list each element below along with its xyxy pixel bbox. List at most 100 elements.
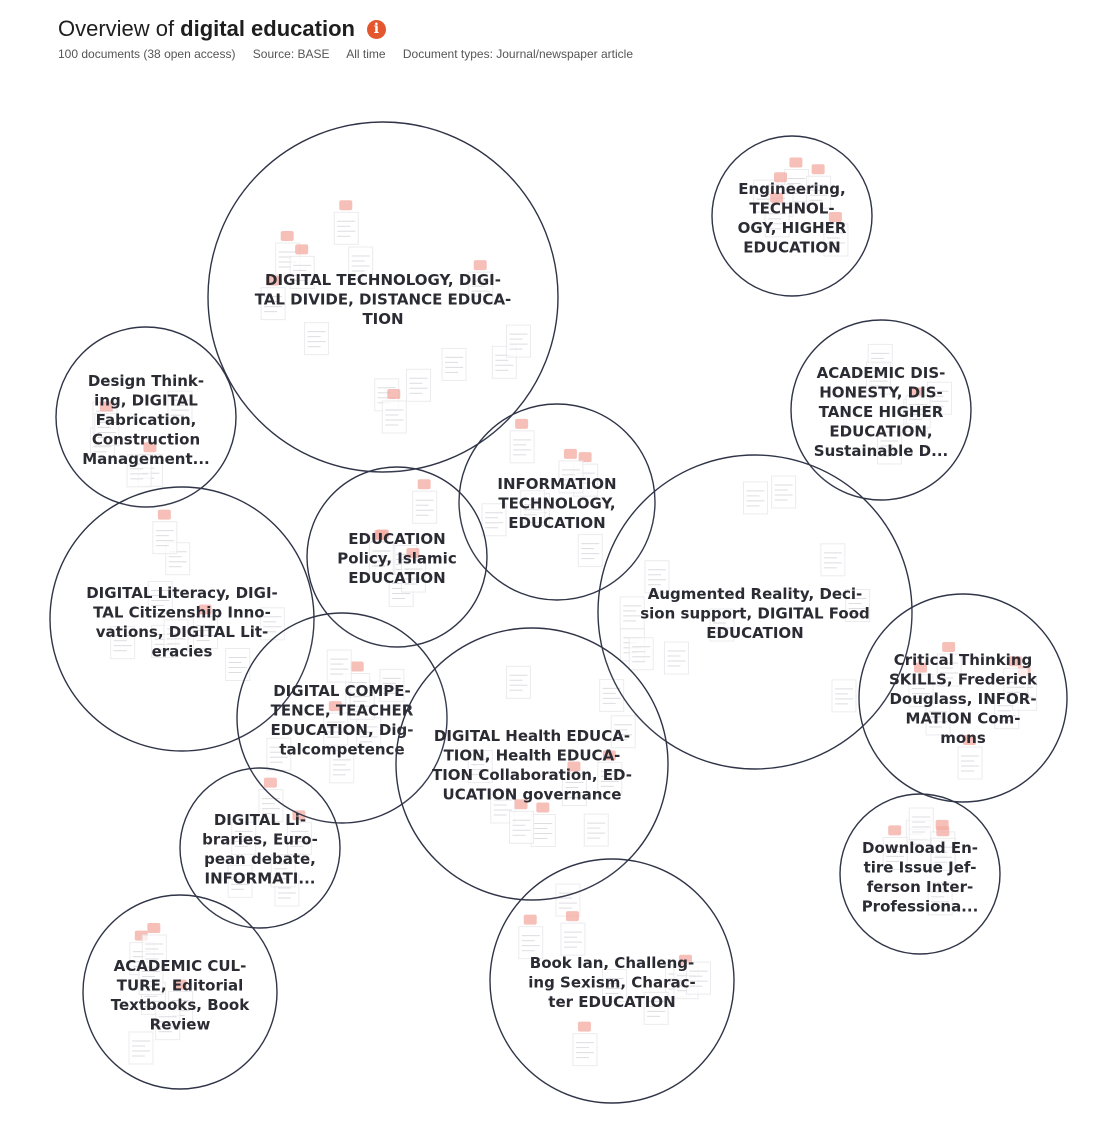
paper-thumbnail[interactable] (518, 914, 544, 960)
paper-thumbnail[interactable] (289, 244, 315, 289)
paper-thumbnail[interactable] (1003, 656, 1029, 701)
paper-thumbnail[interactable] (925, 702, 951, 736)
bubble-book-ian[interactable]: Book Ian, Challeng-ing Sexism, Charac-te… (489, 858, 735, 1104)
bubble-circle[interactable] (49, 486, 315, 752)
paper-thumbnail[interactable] (771, 475, 797, 509)
paper-thumbnail[interactable] (193, 604, 219, 650)
bubble-circle[interactable] (395, 627, 669, 901)
paper-thumbnail[interactable] (167, 390, 193, 424)
bubble-digital-technology[interactable]: DIGITAL TECHNOLOGY, DIGI-TAL DIVIDE, DIS… (207, 121, 559, 473)
paper-thumbnail[interactable] (379, 668, 405, 702)
paper-thumbnail[interactable] (505, 324, 531, 358)
bubble-circle[interactable] (207, 121, 559, 473)
paper-thumbnail[interactable] (602, 968, 628, 1002)
paper-thumbnail[interactable] (381, 388, 407, 434)
bubble-digital-literacy[interactable]: DIGITAL Literacy, DIGI-TAL Citizenship I… (49, 486, 315, 752)
bubble-circle[interactable] (790, 319, 972, 501)
paper-thumbnail[interactable] (597, 750, 623, 795)
paper-thumbnail[interactable] (572, 1021, 598, 1067)
paper-thumbnail[interactable] (764, 192, 790, 238)
paper-thumbnail[interactable] (147, 581, 173, 615)
bubble-circle[interactable] (858, 593, 1068, 803)
paper-thumbnail[interactable] (520, 490, 546, 524)
paper-thumbnail[interactable] (326, 649, 352, 683)
paper-thumbnail[interactable] (599, 678, 625, 712)
paper-thumbnail[interactable] (876, 431, 902, 465)
paper-thumbnail[interactable] (555, 883, 581, 917)
bubble-circle[interactable] (179, 767, 341, 929)
paper-thumbnail[interactable] (323, 701, 349, 746)
paper-thumbnail[interactable] (709, 608, 735, 642)
paper-thumbnail[interactable] (577, 534, 603, 568)
paper-thumbnail[interactable] (163, 619, 189, 653)
paper-thumbnail[interactable] (128, 1031, 154, 1065)
paper-thumbnail[interactable] (509, 418, 535, 464)
paper-thumbnail[interactable] (412, 479, 438, 524)
paper-thumbnail[interactable] (742, 481, 768, 515)
paper-thumbnail[interactable] (231, 821, 257, 855)
paper-thumbnail[interactable] (155, 1007, 181, 1041)
paper-thumbnail[interactable] (270, 854, 296, 888)
paper-thumbnail[interactable] (530, 802, 556, 847)
paper-thumbnail[interactable] (304, 322, 330, 356)
bubble-circle[interactable] (236, 612, 448, 824)
bubble-circle[interactable] (82, 894, 278, 1090)
paper-thumbnail[interactable] (406, 368, 432, 402)
bubble-circle[interactable] (839, 793, 1001, 955)
paper-thumbnail[interactable] (467, 750, 493, 784)
bubble-circle[interactable] (55, 326, 237, 508)
paper-thumbnail[interactable] (908, 662, 934, 708)
paper-thumbnail[interactable] (260, 275, 286, 321)
bubble-circle[interactable] (458, 403, 656, 601)
paper-thumbnail[interactable] (927, 882, 953, 916)
paper-thumbnail[interactable] (628, 637, 654, 671)
paper-thumbnail[interactable] (560, 911, 586, 956)
paper-thumbnail[interactable] (845, 589, 871, 623)
paper-thumbnail[interactable] (110, 626, 136, 660)
paper-thumbnail[interactable] (400, 548, 426, 593)
paper-thumbnail[interactable] (644, 560, 670, 594)
paper-thumbnail[interactable] (468, 260, 494, 305)
bubble-circle[interactable] (489, 858, 735, 1104)
paper-thumbnail[interactable] (94, 401, 120, 447)
paper-thumbnail[interactable] (333, 200, 359, 245)
paper-thumbnail[interactable] (441, 347, 467, 381)
paper-thumbnail[interactable] (882, 825, 908, 870)
paper-thumbnail[interactable] (643, 991, 669, 1025)
paper-thumbnail[interactable] (259, 607, 285, 641)
paper-thumbnail[interactable] (266, 737, 292, 771)
paper-thumbnail[interactable] (936, 642, 962, 687)
bubble-digital-health[interactable]: DIGITAL Health EDUCA-TION, Health EDUCA-… (395, 627, 669, 901)
info-icon[interactable]: i (366, 19, 386, 39)
paper-thumbnail[interactable] (152, 509, 178, 555)
paper-thumbnail[interactable] (610, 715, 636, 749)
paper-thumbnail[interactable] (356, 717, 382, 751)
paper-thumbnail[interactable] (957, 734, 983, 780)
paper-thumbnail[interactable] (227, 864, 253, 898)
paper-thumbnail[interactable] (583, 813, 609, 847)
paper-thumbnail[interactable] (368, 530, 394, 575)
paper-thumbnail[interactable] (490, 790, 516, 824)
paper-thumbnail[interactable] (663, 641, 689, 675)
paper-thumbnail[interactable] (930, 826, 956, 871)
paper-thumbnail[interactable] (905, 395, 931, 429)
paper-thumbnail[interactable] (509, 799, 535, 844)
paper-thumbnail[interactable] (505, 665, 531, 699)
bubble-digital-libraries[interactable]: DIGITAL Li-braries, Euro-pean debate,INF… (179, 767, 341, 929)
paper-thumbnail[interactable] (865, 361, 891, 395)
paper-thumbnail[interactable] (481, 503, 507, 537)
paper-thumbnail[interactable] (558, 448, 584, 494)
bubble-augmented-reality[interactable]: Augmented Reality, Deci-sion support, DI… (597, 454, 913, 770)
paper-thumbnail[interactable] (349, 686, 375, 720)
bubble-circle[interactable] (597, 454, 913, 770)
paper-thumbnail[interactable] (820, 543, 846, 577)
paper-thumbnail[interactable] (831, 679, 857, 713)
paper-thumbnail[interactable] (686, 961, 712, 995)
